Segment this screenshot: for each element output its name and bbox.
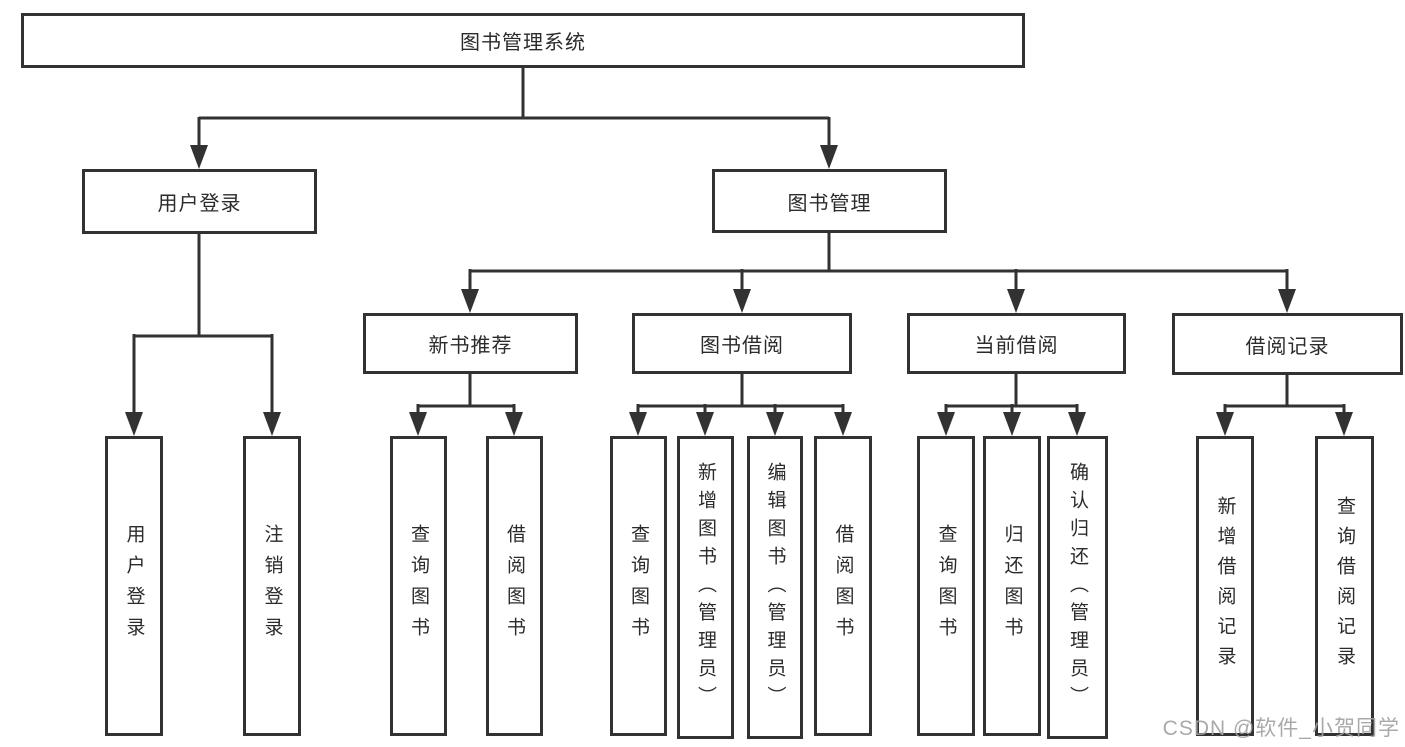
node-label: 新增图书（管理员） xyxy=(695,461,716,714)
leaf-logout: 注销登录 xyxy=(243,436,301,736)
leaf-query-books-recommendation: 查询图书 xyxy=(390,436,447,736)
node-current-borrowing: 当前借阅 xyxy=(907,313,1126,374)
leaf-borrow-books-borrowing: 借阅图书 xyxy=(814,436,872,736)
node-label: 图书借阅 xyxy=(700,335,784,357)
leaf-confirm-return-admin: 确认归还（管理员） xyxy=(1047,436,1108,739)
leaf-edit-books-admin: 编辑图书（管理员） xyxy=(747,436,803,739)
node-label: 编辑图书（管理员） xyxy=(764,461,786,714)
leaf-borrow-books-recommendation: 借阅图书 xyxy=(486,436,543,736)
leaf-query-books-borrowing: 查询图书 xyxy=(610,436,667,736)
node-book-management: 图书管理 xyxy=(712,169,947,233)
leaf-return-books: 归还图书 xyxy=(983,436,1041,736)
node-label: 借阅记录 xyxy=(1245,335,1330,358)
node-label: 当前借阅 xyxy=(974,335,1059,357)
csdn-watermark: CSDN @软件_小贺同学 xyxy=(1162,717,1400,740)
node-label: 借阅图书 xyxy=(832,524,854,648)
leaf-query-books-current: 查询图书 xyxy=(917,436,975,736)
node-label: 用户登录 xyxy=(157,193,242,215)
node-library-management-system: 图书管理系统 xyxy=(21,13,1025,68)
node-borrowing-records: 借阅记录 xyxy=(1172,313,1403,375)
leaf-user-login: 用户登录 xyxy=(105,436,163,736)
leaf-add-borrow-record: 新增借阅记录 xyxy=(1196,436,1254,736)
node-label: 图书管理系统 xyxy=(460,32,586,54)
leaf-add-books-admin: 新增图书（管理员） xyxy=(677,436,734,739)
node-label: 借阅图书 xyxy=(504,524,525,648)
node-label: 归还图书 xyxy=(1001,524,1023,648)
node-label: 注销登录 xyxy=(261,524,283,648)
node-label: 新书推荐 xyxy=(428,335,513,357)
node-book-borrowing: 图书借阅 xyxy=(632,313,852,374)
node-label: 确认归还（管理员） xyxy=(1067,461,1088,714)
leaf-query-borrow-record: 查询借阅记录 xyxy=(1315,436,1374,736)
node-label: 查询图书 xyxy=(408,524,429,648)
node-label: 用户登录 xyxy=(123,524,145,648)
node-label: 查询图书 xyxy=(935,524,957,648)
node-user-login: 用户登录 xyxy=(82,169,317,234)
node-label: 查询借阅记录 xyxy=(1334,496,1355,676)
node-new-book-recommendation: 新书推荐 xyxy=(363,313,578,374)
node-label: 图书管理 xyxy=(787,192,872,215)
node-label: 新增借阅记录 xyxy=(1214,496,1236,676)
node-label: 查询图书 xyxy=(628,524,649,648)
